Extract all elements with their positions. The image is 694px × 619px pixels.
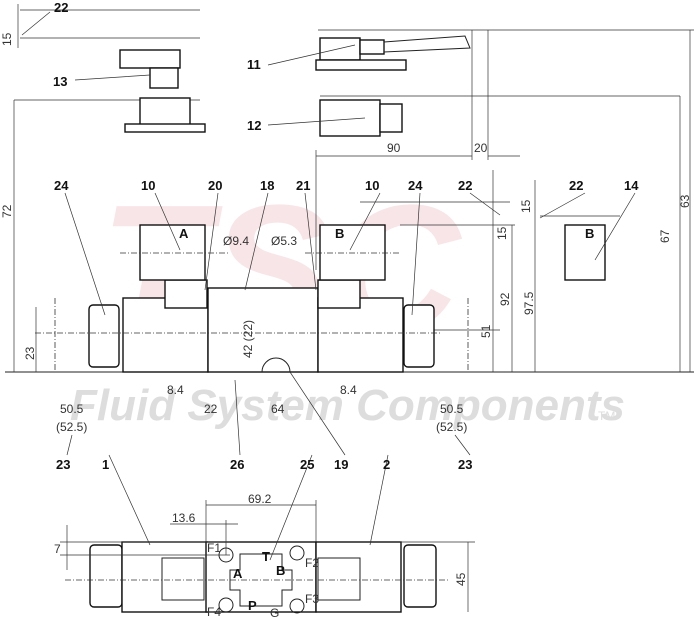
- valve-side-view: [35, 224, 606, 373]
- callout-14: 14: [624, 178, 639, 193]
- dim-15-a: 15: [495, 226, 509, 240]
- callout-12: 12: [247, 118, 261, 133]
- valve-top-view: [60, 500, 475, 614]
- solenoid-coil-b: [319, 224, 386, 281]
- dim-22: 22: [204, 402, 218, 416]
- dim-92: 92: [498, 292, 512, 306]
- dim-dia-5-3: Ø5.3: [271, 234, 297, 248]
- callout-26: 26: [230, 457, 244, 472]
- dim-52-5-left: (52.5): [56, 420, 87, 434]
- dim-7: 7: [54, 542, 61, 556]
- connector-12: [319, 99, 403, 137]
- dim-8-4-left: 8.4: [167, 383, 184, 397]
- dim-50-5-right: 50.5: [440, 402, 464, 416]
- dim-13-6: 13.6: [172, 511, 196, 525]
- reference-lines: [5, 4, 694, 373]
- solenoid-b2-label: B: [585, 226, 594, 241]
- dim-97-5: 97.5: [522, 291, 536, 315]
- markings: A B B A B P T G F1 F2 F3 F4: [179, 226, 594, 619]
- dim-69-2: 69.2: [248, 492, 272, 506]
- dim-51: 51: [479, 324, 493, 338]
- callout-20: 20: [208, 178, 222, 193]
- solenoid-b-label: B: [335, 226, 344, 241]
- connector-13: [119, 49, 206, 133]
- port-a-label: A: [233, 566, 243, 581]
- port-b-label: B: [276, 563, 285, 578]
- dim-52-5-right: (52.5): [436, 420, 467, 434]
- dim-45: 45: [454, 572, 468, 586]
- callout-18: 18: [260, 178, 274, 193]
- port-p-label: P: [248, 598, 257, 613]
- manual-override-right: [403, 304, 435, 368]
- callout-24-right: 24: [408, 178, 423, 193]
- dim-64: 64: [271, 402, 285, 416]
- solenoid-a-label: A: [179, 226, 189, 241]
- callout-23-right: 23: [458, 457, 472, 472]
- dim-90: 90: [387, 141, 401, 155]
- dimension-labels: 15 90 20 72 63 67 97.5 92 51 15 15 23 42…: [0, 32, 692, 586]
- callout-24-left: 24: [54, 178, 69, 193]
- dim-67: 67: [658, 229, 672, 243]
- connector-11: [315, 35, 471, 71]
- callout-2: 2: [383, 457, 390, 472]
- dim-20: 20: [474, 141, 488, 155]
- callout-10-right: 10: [365, 178, 379, 193]
- dim-63: 63: [678, 194, 692, 208]
- callout-21: 21: [296, 178, 310, 193]
- dim-15-top: 15: [0, 32, 14, 46]
- f3-label: F3: [305, 592, 319, 606]
- watermark-text: Fluid System Components: [70, 381, 625, 430]
- port-t-label: T: [262, 549, 270, 564]
- f2-label: F2: [305, 556, 319, 570]
- f1-label: F1: [207, 541, 221, 555]
- dim-23: 23: [23, 346, 37, 360]
- callout-25: 25: [300, 457, 314, 472]
- dim-8-4-right: 8.4: [340, 383, 357, 397]
- callout-13: 13: [53, 74, 67, 89]
- callout-23-left: 23: [56, 457, 70, 472]
- solenoid-coil-b-alt: [564, 224, 606, 281]
- dim-dia-9-4: Ø9.4: [223, 234, 249, 248]
- dim-72: 72: [0, 204, 14, 218]
- callout-10-left: 10: [141, 178, 155, 193]
- callout-19: 19: [334, 457, 348, 472]
- dim-50-5-left: 50.5: [60, 402, 84, 416]
- watermark-tm: TM: [598, 409, 615, 423]
- dim-42: 42 (22): [241, 320, 255, 358]
- callout-22-right: 22: [569, 178, 583, 193]
- callout-1: 1: [102, 457, 109, 472]
- callouts: 22 13 11 12 24 10 20 18 21 10 24 22 22 1…: [53, 0, 639, 472]
- callout-22-top: 22: [54, 0, 68, 15]
- f4-label: F4: [207, 605, 221, 619]
- solenoid-coil-a: [139, 224, 206, 281]
- leader-lines: [21, 11, 636, 561]
- callout-11: 11: [247, 57, 261, 72]
- manual-override-left: [88, 304, 120, 368]
- port-g-label: G: [270, 606, 279, 619]
- callout-22-mid: 22: [458, 178, 472, 193]
- dim-15-b: 15: [519, 199, 533, 213]
